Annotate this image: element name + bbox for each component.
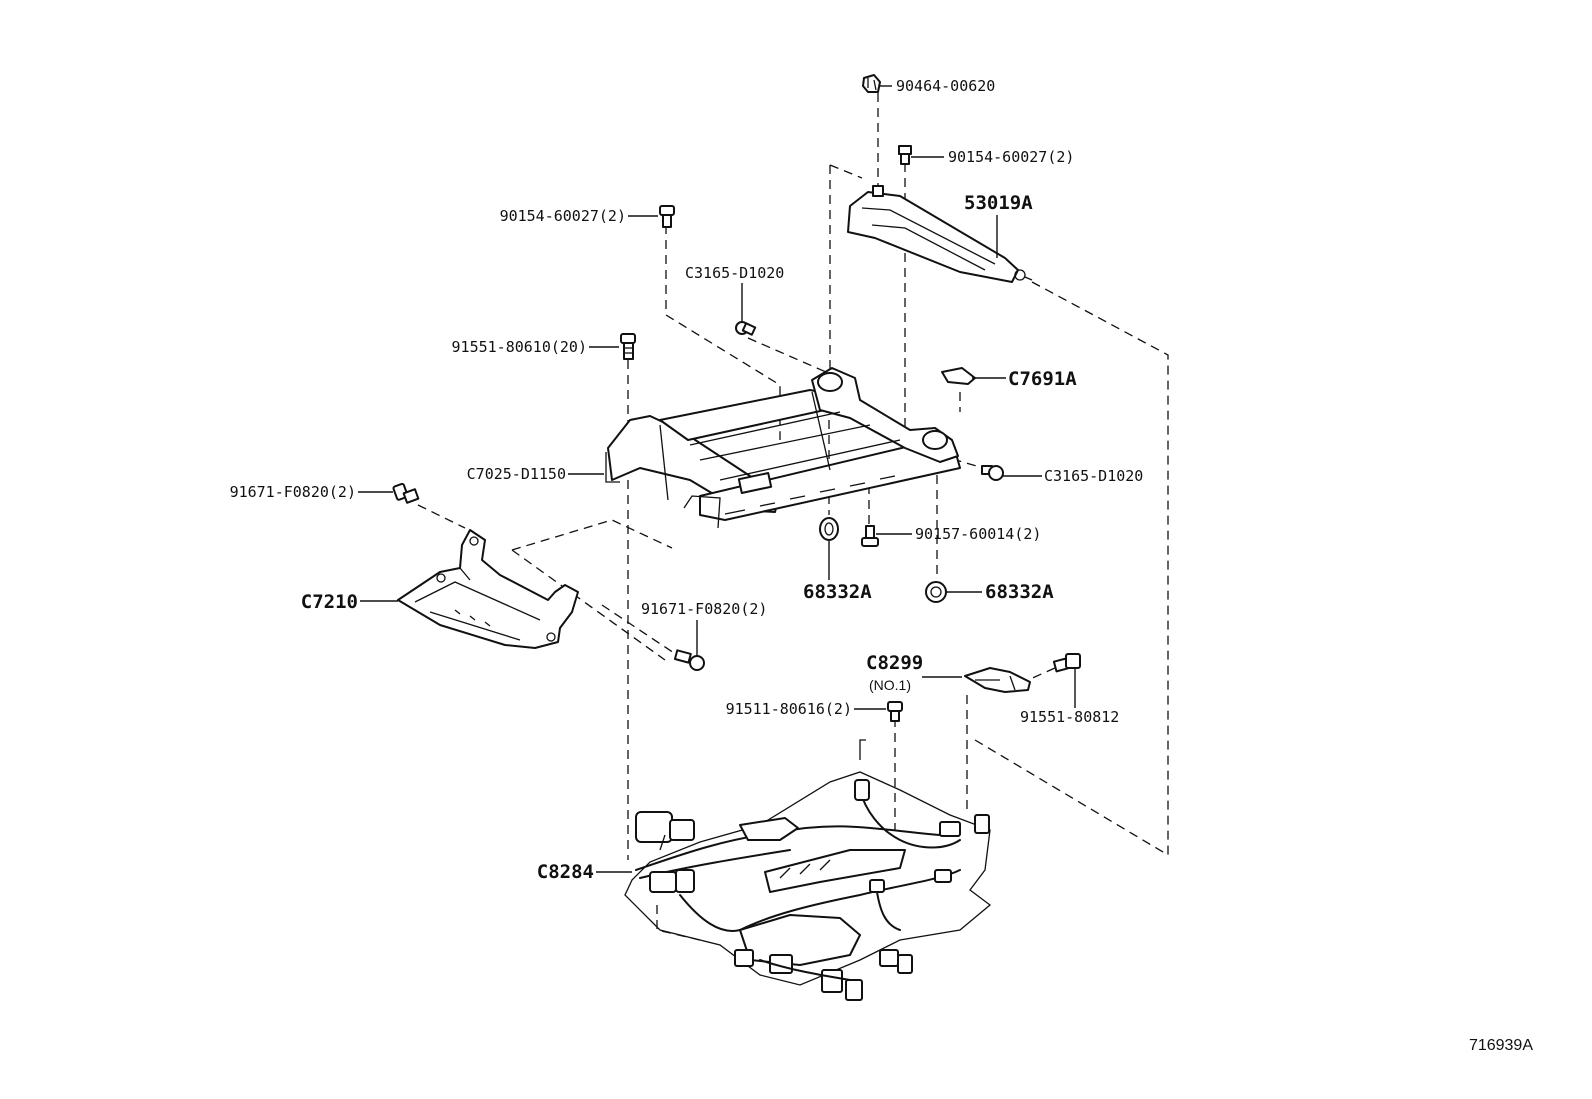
bolt-91511-80616 <box>887 701 903 722</box>
screw-C3165-D1020-right <box>981 465 1004 481</box>
bracket-C7691A <box>941 367 976 385</box>
label-C7691A: C7691A <box>1008 368 1077 390</box>
label-68332A-b: 68332A <box>985 581 1054 603</box>
bolt-90154-60027-left <box>659 205 675 228</box>
label-C7210: C7210 <box>301 591 358 613</box>
seat-frame-C7025-D1150 <box>605 367 961 529</box>
label-C8299: C8299 <box>866 652 923 674</box>
clip-90464-00620 <box>862 74 881 93</box>
wire-harness-C8284 <box>624 739 992 1001</box>
label-C8299-sub: (NO.1) <box>869 677 911 693</box>
screw-90157-60014 <box>861 525 879 547</box>
label-91551-80610: 91551-80610(20) <box>452 338 587 356</box>
bolt-90154-60027-top <box>898 145 912 165</box>
label-91671-F0820-left: 91671-F0820(2) <box>230 483 356 501</box>
label-90154-60027-left: 90154-60027(2) <box>500 207 626 225</box>
figure-reference-number: 716939A <box>1469 1037 1533 1054</box>
label-91511-80616: 91511-80616(2) <box>726 700 852 718</box>
label-68332A-a: 68332A <box>803 581 872 603</box>
label-90464-00620: 90464-00620 <box>896 77 995 95</box>
bushing-68332A-b <box>925 581 947 603</box>
label-C3165-D1020-right: C3165-D1020 <box>1044 467 1143 485</box>
label-90154-60027-top: 90154-60027(2) <box>948 148 1074 166</box>
bolt-91671-F0820-mid <box>673 649 705 671</box>
part-labels: 90464-00620 90154-60027(2) 53019A 90154-… <box>230 77 1144 883</box>
bolt-91671-F0820-left <box>392 482 420 504</box>
bolt-91551-80812 <box>1052 653 1081 673</box>
cover-53019A <box>847 185 1033 283</box>
label-C8284: C8284 <box>537 861 594 883</box>
label-C3165-D1020-top: C3165-D1020 <box>685 264 784 282</box>
label-90157-60014: 90157-60014(2) <box>915 525 1041 543</box>
shield-C7210 <box>397 529 579 649</box>
bracket-C8299 <box>964 667 1031 693</box>
bolt-91551-80610 <box>620 333 636 360</box>
leader-lines <box>358 85 1076 873</box>
label-C7025-D1150: C7025-D1150 <box>467 465 566 483</box>
label-91551-80812: 91551-80812 <box>1020 708 1119 726</box>
screw-C3165-D1020-top <box>735 321 757 336</box>
label-91671-F0820-mid: 91671-F0820(2) <box>641 600 767 618</box>
bushing-68332A-a <box>819 517 839 541</box>
label-53019A: 53019A <box>964 192 1033 214</box>
